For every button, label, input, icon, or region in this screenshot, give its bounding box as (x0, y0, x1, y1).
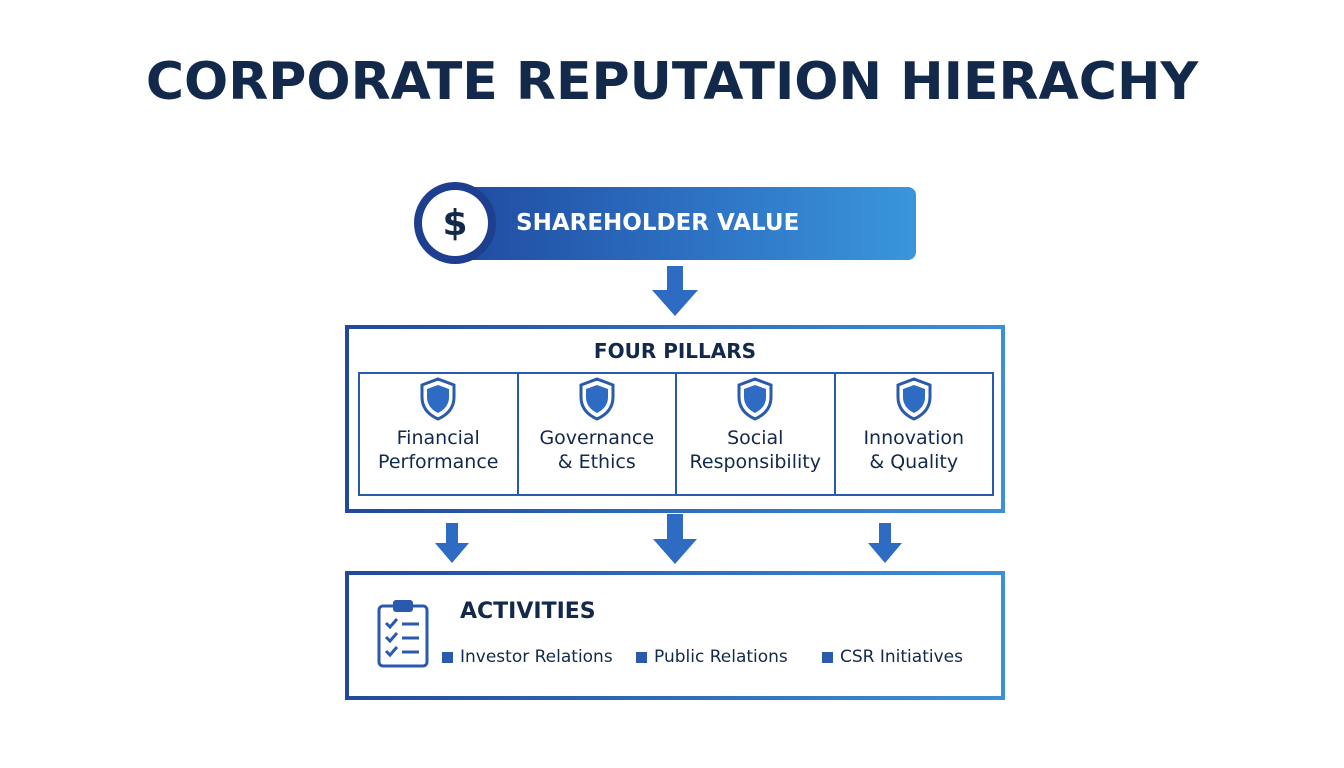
arrow-down-icon (652, 266, 698, 316)
pillar-label: Governance & Ethics (539, 427, 655, 473)
shareholder-value-label: SHAREHOLDER VALUE (516, 210, 800, 236)
dollar-badge: $ (414, 182, 496, 264)
activity-label: Investor Relations (460, 647, 613, 667)
pillar-label: Financial Performance (378, 427, 499, 473)
arrow-down-icon (653, 514, 697, 564)
arrow-down-icon (868, 523, 902, 563)
activity-public-relations: Public Relations (636, 645, 788, 669)
activity-label: CSR Initiatives (840, 647, 963, 667)
activity-investor-relations: Investor Relations (442, 645, 613, 669)
shield-icon (420, 377, 456, 421)
shield-icon (896, 377, 932, 421)
pillar-grid: Financial Performance Governance & Ethic… (358, 372, 994, 496)
diagram-title: CORPORATE REPUTATION HIERACHY (145, 52, 1199, 112)
arrow-down-icon (435, 523, 469, 563)
pillar-financial-performance: Financial Performance (360, 374, 519, 494)
shield-icon (737, 377, 773, 421)
dollar-symbol: $ (442, 203, 467, 244)
shareholder-value-banner: SHAREHOLDER VALUE (452, 187, 916, 260)
shield-icon (579, 377, 615, 421)
square-bullet-icon (442, 652, 453, 663)
pillar-social-responsibility: Social Responsibility (677, 374, 836, 494)
four-pillars-title: FOUR PILLARS (593, 339, 757, 363)
activities-box (345, 571, 1005, 700)
square-bullet-icon (822, 652, 833, 663)
pillar-governance-ethics: Governance & Ethics (519, 374, 677, 494)
pillar-label: Innovation & Quality (863, 427, 965, 473)
pillar-label: Social Responsibility (689, 427, 821, 473)
square-bullet-icon (636, 652, 647, 663)
activity-csr-initiatives: CSR Initiatives (822, 645, 963, 669)
dollar-icon: $ (422, 190, 488, 256)
activity-label: Public Relations (654, 647, 788, 667)
clipboard-checklist-icon (377, 600, 429, 668)
activities-title: ACTIVITIES (460, 599, 596, 624)
pillar-innovation-quality: Innovation & Quality (836, 374, 993, 494)
four-pillars-box (345, 325, 1005, 513)
